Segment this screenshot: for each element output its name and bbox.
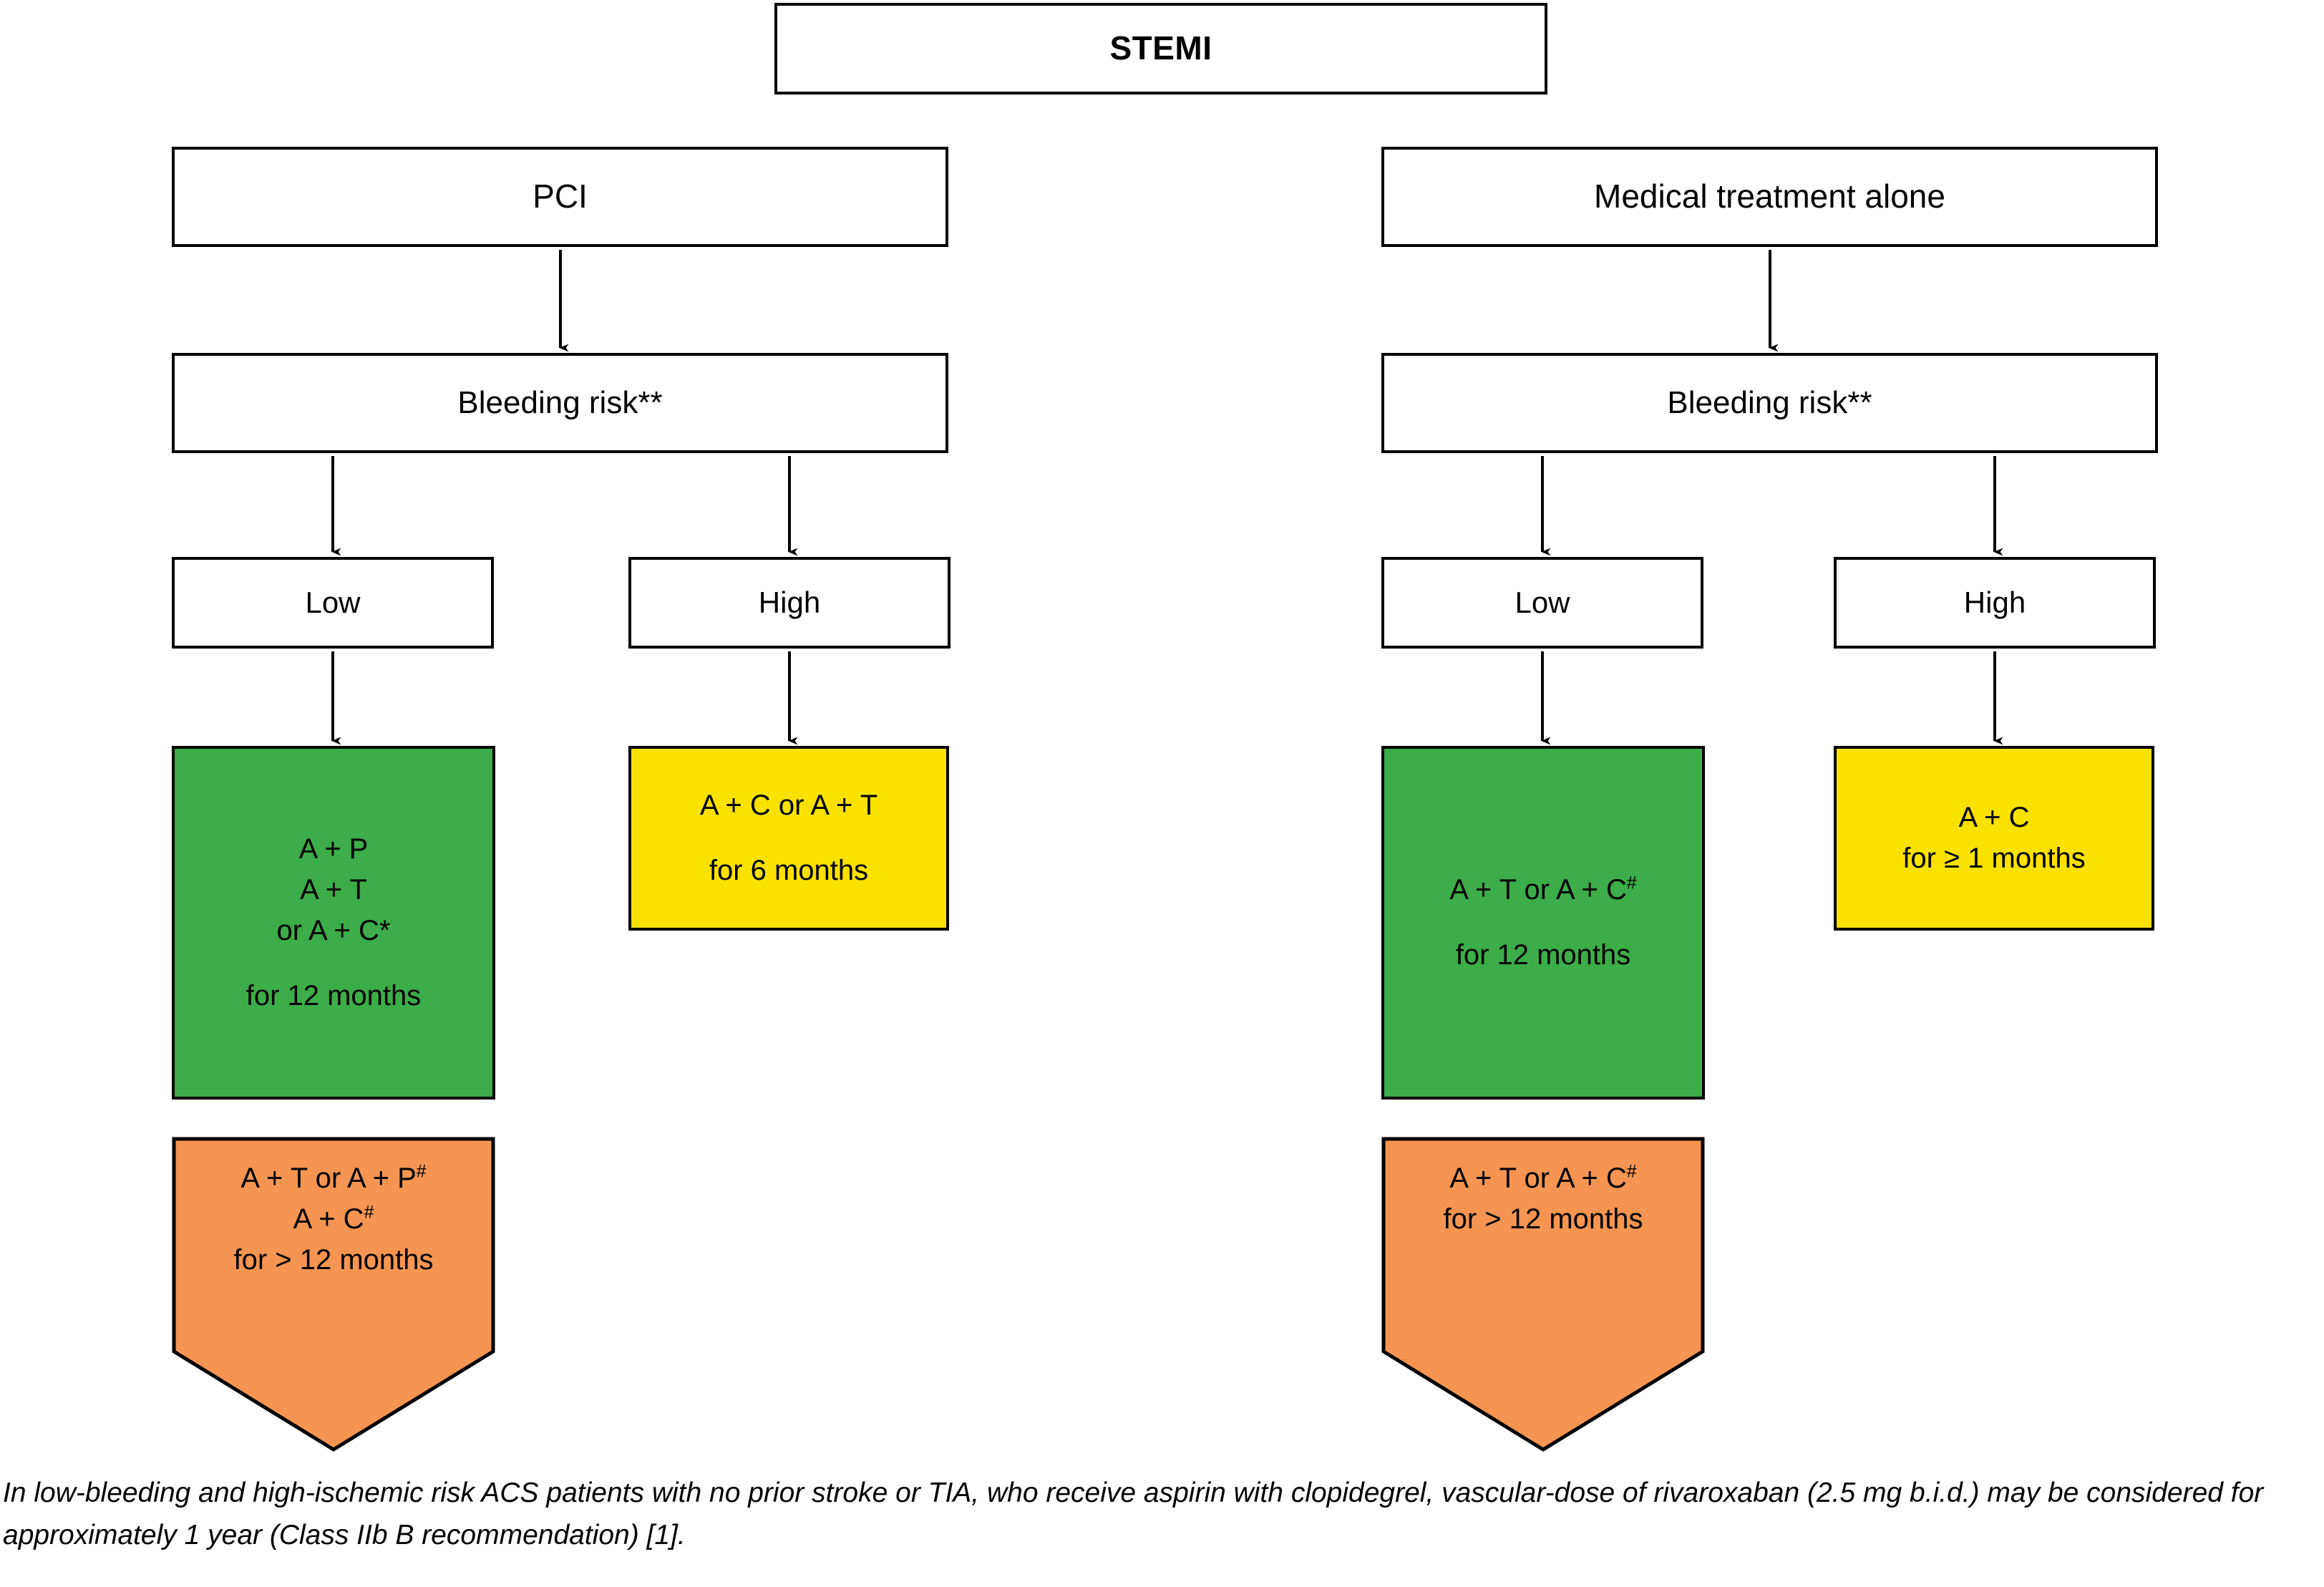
therapy-node-medical-low[interactable]: A + T or A + C# for 12 months: [1381, 746, 1705, 1100]
risk-level-node-pci-high[interactable]: High: [628, 557, 950, 649]
bleeding-risk-node-pci[interactable]: Bleeding risk**: [172, 353, 948, 453]
strategy-node-pci[interactable]: PCI: [172, 147, 948, 247]
pentagon-shape-icon: [172, 1137, 495, 1452]
therapy-node-medical-high[interactable]: A + C for ≥ 1 months: [1834, 746, 2154, 931]
stemi-root-node[interactable]: STEMI: [774, 3, 1547, 94]
therapy-node-pci-low[interactable]: A + P A + T or A + C* for 12 months: [172, 746, 495, 1100]
risk-level-label-pci-high: High: [758, 586, 821, 620]
therapy-regimen-line-1: A + C or A + T: [699, 790, 878, 822]
therapy-regimen-line-1: A + T or A + C#: [1449, 873, 1637, 906]
footnote-caption: In low-bleeding and high-ischemic risk A…: [3, 1477, 2264, 1551]
strategy-node-medical[interactable]: Medical treatment alone: [1381, 147, 2158, 247]
therapy-node-pci-high[interactable]: A + C or A + T for 6 months: [628, 746, 949, 931]
stemi-label: STEMI: [1109, 29, 1212, 67]
therapy-regimen-line-2: A + T: [300, 874, 367, 906]
therapy-regimen-line-1: A + P: [298, 833, 369, 865]
bleeding-risk-label-pci: Bleeding risk**: [457, 384, 663, 420]
therapy-duration: for 6 months: [709, 855, 869, 886]
strategy-label-pci: PCI: [533, 178, 588, 215]
risk-level-label-medical-low: Low: [1515, 586, 1570, 620]
risk-level-node-medical-low[interactable]: Low: [1381, 557, 1703, 649]
extended-therapy-node-pci[interactable]: A + T or A + P# A + C# for > 12 months: [172, 1137, 495, 1452]
risk-level-node-pci-low[interactable]: Low: [172, 557, 494, 649]
pentagon-shape-icon: [1381, 1137, 1705, 1452]
extended-therapy-node-medical[interactable]: A + T or A + C# for > 12 months: [1381, 1137, 1705, 1452]
therapy-regimen-line-3: or A + C*: [276, 915, 391, 946]
therapy-regimen-line-1: A + C: [1958, 802, 2030, 834]
therapy-duration: for ≥ 1 months: [1902, 843, 2086, 874]
risk-level-label-pci-low: Low: [305, 586, 361, 620]
therapy-duration: for 12 months: [1455, 939, 1631, 971]
risk-level-label-medical-high: High: [1963, 586, 2026, 620]
bleeding-risk-label-medical: Bleeding risk**: [1667, 384, 1872, 420]
risk-level-node-medical-high[interactable]: High: [1834, 557, 2156, 649]
therapy-duration: for 12 months: [245, 979, 422, 1011]
footnote-marker-hash: #: [1626, 873, 1637, 893]
strategy-label-medical: Medical treatment alone: [1594, 178, 1945, 215]
bleeding-risk-node-medical[interactable]: Bleeding risk**: [1381, 353, 2158, 453]
